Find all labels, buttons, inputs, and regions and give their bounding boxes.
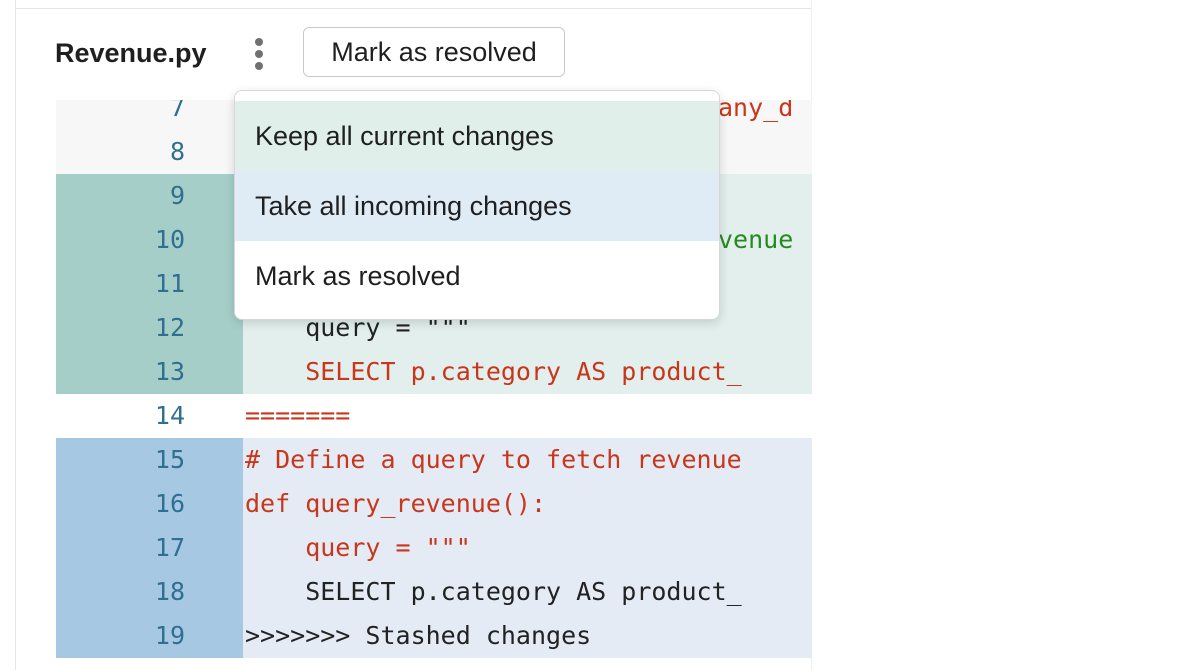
menu-item-take-incoming[interactable]: Take all incoming changes [235, 171, 719, 241]
line-number: 19 [56, 614, 243, 658]
code-text: # Define a query to fetch revenue [245, 445, 742, 474]
line-number: 13 [56, 350, 243, 394]
code-text: SELECT p.category AS product_ [245, 357, 742, 386]
vertical-ellipsis-icon[interactable] [246, 36, 272, 72]
code-text: any_d [718, 100, 794, 122]
line-number: 17 [56, 526, 243, 570]
menu-item-mark-resolved[interactable]: Mark as resolved [235, 241, 719, 311]
code-line-incoming: 17 query = """ [56, 526, 812, 570]
file-name: Revenue.py [55, 38, 207, 68]
code-line-incoming: 16 def query_revenue(): [56, 482, 812, 526]
code-text: query = """ [245, 533, 471, 562]
line-number: 7 [56, 100, 243, 130]
line-number: 15 [56, 438, 243, 482]
code-text: def query_revenue(): [245, 489, 547, 518]
code-line-incoming: 18 SELECT p.category AS product_ [56, 570, 812, 614]
code-text: >>>>>>> Stashed changes [245, 621, 592, 650]
line-number: 9 [56, 174, 243, 218]
code-text: venue [718, 225, 794, 254]
left-divider [15, 0, 16, 670]
line-number: 12 [56, 306, 243, 350]
line-number: 8 [56, 130, 243, 174]
code-line-current: 13 SELECT p.category AS product_ [56, 350, 812, 394]
conflict-actions-menu: Keep all current changes Take all incomi… [234, 90, 720, 320]
code-line-incoming: 19 >>>>>>> Stashed changes [56, 614, 812, 658]
code-line-incoming: 15 # Define a query to fetch revenue [56, 438, 812, 482]
menu-item-keep-current[interactable]: Keep all current changes [235, 101, 719, 171]
top-divider [16, 8, 812, 9]
line-number: 11 [56, 262, 243, 306]
conflict-separator: 14 ======= [56, 394, 812, 438]
line-number: 10 [56, 218, 243, 262]
code-text: ======= [245, 401, 351, 430]
line-number: 16 [56, 482, 243, 526]
code-text: SELECT p.category AS product_ [245, 577, 742, 606]
line-number: 18 [56, 570, 243, 614]
line-number: 14 [154, 401, 185, 430]
mark-as-resolved-button[interactable]: Mark as resolved [303, 27, 565, 77]
